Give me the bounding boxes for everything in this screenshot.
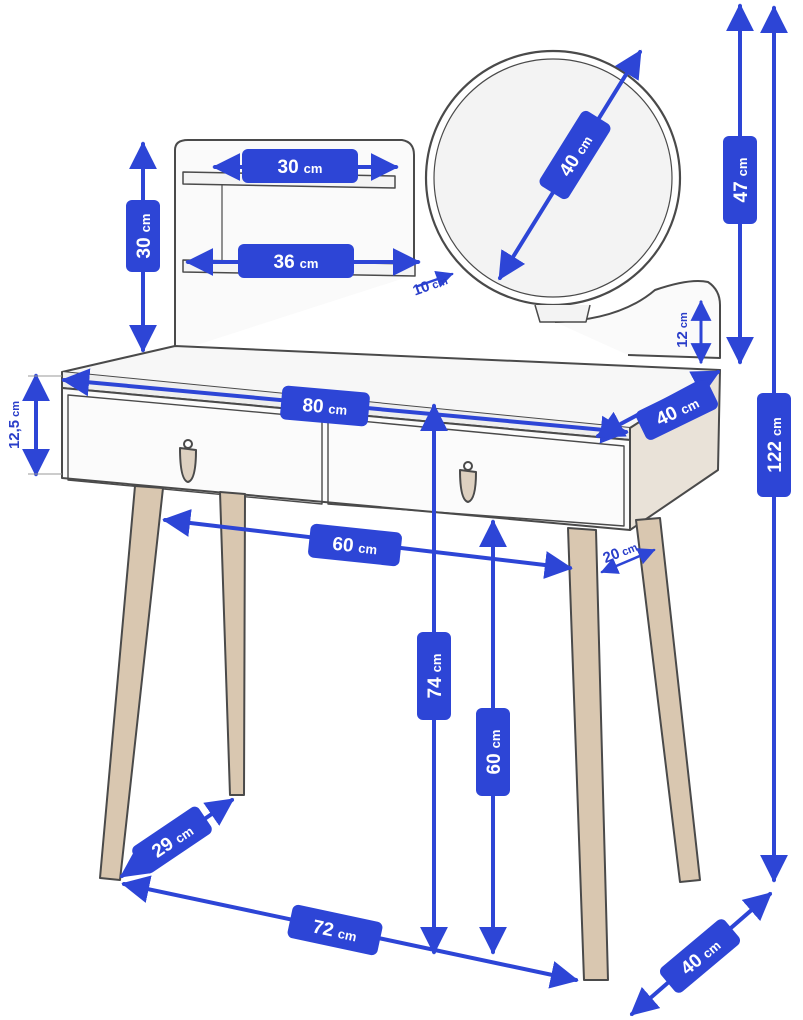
leg-back-left bbox=[219, 491, 246, 796]
leg-front-left bbox=[99, 485, 164, 881]
svg-text:74cm: 74cm bbox=[425, 654, 446, 699]
label-side-panel-height: 12cm bbox=[674, 312, 691, 348]
label-shelf-depth: 10cm bbox=[411, 271, 450, 299]
label-total-height: 122cm bbox=[757, 393, 791, 497]
svg-text:10cm: 10cm bbox=[411, 271, 450, 299]
svg-text:12cm: 12cm bbox=[674, 312, 691, 348]
label-legs-base-width: 72cm bbox=[287, 904, 383, 956]
label-shelf-height: 30cm bbox=[126, 200, 160, 272]
back-panel-right bbox=[554, 280, 721, 359]
left-drawer-handle bbox=[179, 447, 197, 483]
svg-text:30cm: 30cm bbox=[134, 214, 155, 259]
label-legs-side-depth: 29cm bbox=[132, 806, 212, 874]
svg-text:72cm: 72cm bbox=[311, 917, 359, 947]
svg-text:12,5cm: 12,5cm bbox=[6, 401, 23, 449]
label-top-depth: 40cm bbox=[636, 380, 718, 440]
svg-text:60cm: 60cm bbox=[484, 730, 505, 775]
dim-line-shelf-depth bbox=[416, 270, 454, 288]
mirror-stand bbox=[534, 304, 591, 323]
svg-text:122cm: 122cm bbox=[765, 417, 786, 473]
label-mirror-diameter: 40cm bbox=[539, 110, 611, 200]
label-table-height: 74cm bbox=[417, 632, 451, 720]
label-mirror-height: 47cm bbox=[723, 136, 757, 224]
leg-back-right bbox=[635, 517, 701, 883]
label-legs-base-depth: 40cm bbox=[659, 919, 741, 993]
svg-text:47cm: 47cm bbox=[731, 158, 752, 203]
right-drawer-handle bbox=[459, 469, 477, 503]
leg-front-right bbox=[567, 527, 609, 981]
svg-text:60cm: 60cm bbox=[331, 534, 378, 560]
dim-line-leg-inset bbox=[600, 548, 656, 574]
label-drawer-height: 12,5cm bbox=[6, 401, 23, 449]
label-leg-clearance: 60cm bbox=[476, 708, 510, 796]
svg-text:20cm: 20cm bbox=[601, 538, 641, 567]
reference-ticks bbox=[28, 375, 62, 475]
svg-text:30cm: 30cm bbox=[278, 157, 323, 178]
label-leg-inset: 20cm bbox=[601, 538, 641, 567]
